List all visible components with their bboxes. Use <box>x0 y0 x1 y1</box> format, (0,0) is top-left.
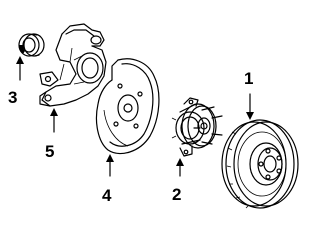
hub-bearing-leader <box>176 158 184 177</box>
brake-rotor <box>221 119 299 209</box>
diagram-canvas: 3 5 <box>8 23 299 209</box>
seal <box>18 33 45 57</box>
splash-shield <box>95 58 160 155</box>
callout-seal: 3 <box>8 88 17 107</box>
rotor-lug-holes <box>258 148 282 180</box>
splash-shield-leader <box>106 154 114 177</box>
callout-hub-bearing: 2 <box>172 185 181 204</box>
callout-knuckle: 5 <box>45 142 54 161</box>
exploded-parts-diagram: 3 5 <box>8 23 299 209</box>
knuckle <box>39 23 107 107</box>
seal-leader <box>16 56 24 81</box>
callout-rotor: 1 <box>244 69 253 88</box>
rotor-leader <box>246 93 254 120</box>
hub-bearing <box>171 97 223 157</box>
knuckle-leader <box>50 108 58 133</box>
wheel-studs <box>193 106 223 145</box>
callout-splash-shield: 4 <box>102 186 112 205</box>
